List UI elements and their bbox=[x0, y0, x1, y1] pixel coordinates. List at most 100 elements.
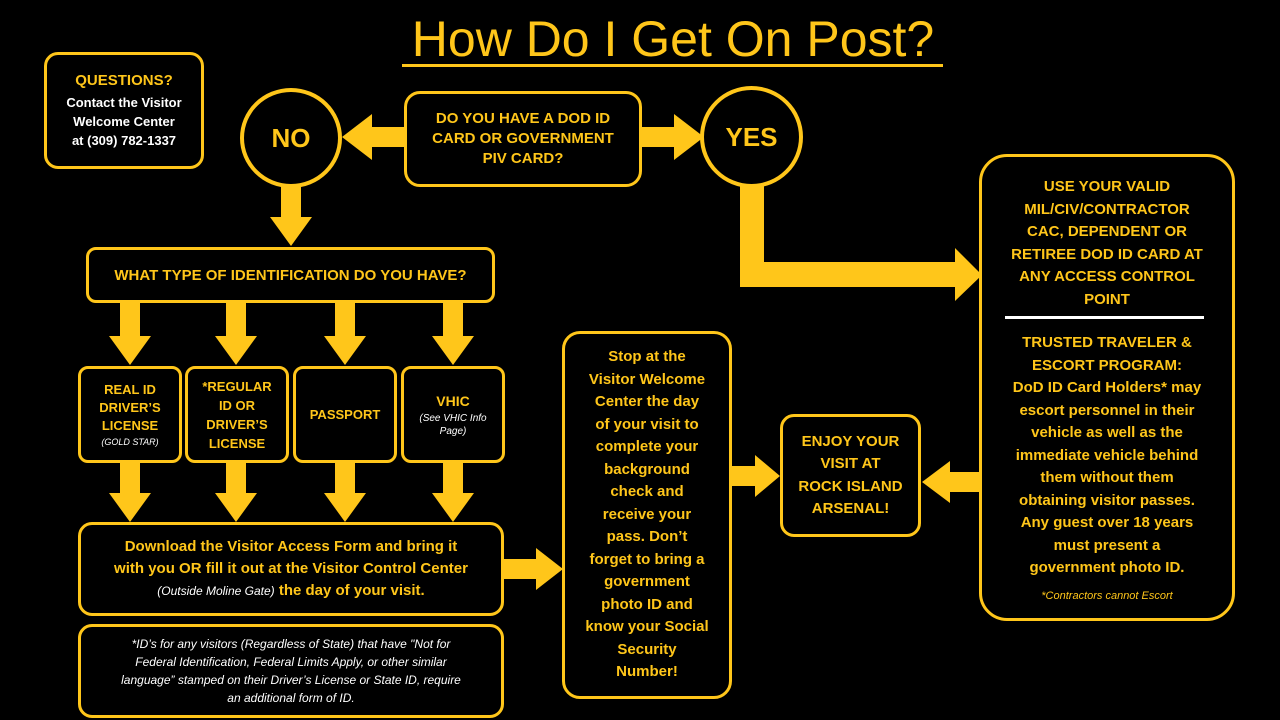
real-id-line3: LICENSE bbox=[101, 417, 159, 433]
arrow-to-yes bbox=[640, 114, 704, 160]
arrow-panel-to-enjoy bbox=[922, 461, 981, 503]
panel-top-line5: ANY ACCESS CONTROL bbox=[1019, 268, 1195, 285]
panel-body-text: TRUSTED TRAVELER & ESCORT PROGRAM: DoD I… bbox=[1013, 332, 1201, 580]
panel-body-line5: them without them bbox=[1040, 469, 1174, 486]
arrow-idtype-to-vhic bbox=[432, 302, 474, 365]
regular-id-line3: DRIVER’S bbox=[206, 416, 268, 432]
enjoy-line3: ROCK ISLAND bbox=[798, 477, 903, 495]
stop-line5: complete your bbox=[595, 438, 699, 456]
trusted-line1: TRUSTED TRAVELER & bbox=[1022, 334, 1192, 351]
download-line2: with you OR fill it out at the Visitor C… bbox=[114, 560, 468, 577]
panel-top-line6: POINT bbox=[1084, 290, 1130, 308]
stop-line15: Number! bbox=[616, 663, 678, 681]
vhic-box: VHIC (See VHIC Info Page) bbox=[401, 366, 505, 463]
panel-body-line8: must present a bbox=[1053, 536, 1161, 554]
vhic-note-line2: Page) bbox=[439, 425, 467, 437]
footnote-line1: *ID’s for any visitors (Regardless of St… bbox=[131, 637, 451, 651]
download-line3-rest: the day of your visit. bbox=[274, 582, 425, 599]
arrow-stop-to-enjoy bbox=[731, 455, 780, 497]
panel-body-line2: escort personnel in their bbox=[1019, 401, 1195, 419]
no-circle: NO bbox=[240, 88, 342, 188]
yes-label: YES bbox=[725, 121, 778, 152]
arrow-no-to-idtype bbox=[270, 185, 312, 246]
visitor-center-box: Stop at the Visitor Welcome Center the d… bbox=[562, 331, 732, 699]
enjoy-line1: ENJOY YOUR bbox=[801, 432, 900, 450]
questions-line1: Contact the Visitor bbox=[66, 95, 182, 110]
enjoy-line4: ARSENAL! bbox=[811, 500, 890, 517]
stop-line8: receive your bbox=[602, 505, 692, 523]
dod-question-line1: DO YOU HAVE A DOD ID bbox=[435, 110, 611, 127]
stop-line6: background bbox=[604, 460, 690, 478]
panel-top-text: USE YOUR VALID MIL/CIV/CONTRACTOR CAC, D… bbox=[1011, 176, 1203, 311]
stop-line11: government bbox=[604, 573, 690, 591]
panel-body-line4: immediate vehicle behind bbox=[1015, 446, 1199, 464]
panel-body-line6: obtaining visitor passes. bbox=[1019, 491, 1195, 509]
contractor-note: *Contractors cannot Escort bbox=[1041, 589, 1173, 602]
download-line3: (Outside Moline Gate) the day of your vi… bbox=[157, 580, 424, 602]
arrow-passport-to-download bbox=[324, 463, 366, 522]
stop-line7: check and bbox=[610, 483, 684, 501]
real-id-line2: DRIVER’S bbox=[99, 399, 161, 415]
panel-divider bbox=[1005, 316, 1204, 319]
panel-top-line2: MIL/CIV/CONTRACTOR bbox=[1024, 200, 1190, 218]
panel-body-line9: government photo ID. bbox=[1029, 559, 1185, 576]
arrow-idtype-to-passport bbox=[324, 302, 366, 365]
arrow-idtype-to-regular bbox=[215, 302, 257, 365]
trusted-line2: ESCORT PROGRAM: bbox=[1031, 356, 1182, 374]
regular-id-line4: LICENSE bbox=[208, 435, 266, 451]
arrow-realid-to-download bbox=[109, 463, 151, 522]
arrow-regular-to-download bbox=[215, 463, 257, 522]
questions-heading: QUESTIONS? bbox=[75, 72, 173, 89]
download-form-box: Download the Visitor Access Form and bri… bbox=[78, 522, 504, 616]
panel-top-line3: CAC, DEPENDENT OR bbox=[1026, 223, 1187, 240]
stop-line4: of your visit to bbox=[595, 415, 699, 433]
panel-body-line1: DoD ID Card Holders* may bbox=[1012, 379, 1202, 396]
stop-line14: Security bbox=[617, 640, 677, 658]
stop-line1: Stop at the bbox=[608, 348, 686, 366]
arrow-download-to-stop bbox=[502, 548, 563, 590]
enjoy-visit-box: ENJOY YOUR VISIT AT ROCK ISLAND ARSENAL! bbox=[780, 414, 921, 537]
stop-line12: photo ID and bbox=[601, 595, 693, 613]
panel-body-line7: Any guest over 18 years bbox=[1020, 514, 1194, 531]
arrow-idtype-to-realid bbox=[109, 302, 151, 365]
footnote-line4: an additional form of ID. bbox=[227, 691, 355, 705]
title-underline bbox=[402, 64, 943, 67]
page-title: How Do I Get On Post? bbox=[411, 11, 935, 67]
questions-line3: at (309) 782-1337 bbox=[71, 133, 177, 148]
panel-top-line4: RETIREE DOD ID CARD AT bbox=[1011, 245, 1203, 263]
stop-line10: forget to bring a bbox=[589, 550, 705, 568]
stop-line3: Center the day bbox=[594, 393, 700, 411]
regular-id-line1: *REGULAR bbox=[202, 378, 272, 394]
panel-top-line1: USE YOUR VALID bbox=[1043, 178, 1171, 195]
dod-question-line2: CARD OR GOVERNMENT bbox=[432, 130, 614, 147]
stop-line2: Visitor Welcome bbox=[588, 370, 706, 388]
download-line1: Download the Visitor Access Form and bri… bbox=[124, 538, 458, 555]
dod-id-question-box: DO YOU HAVE A DOD ID CARD OR GOVERNMENT … bbox=[404, 91, 642, 187]
id-type-question-box: WHAT TYPE OF IDENTIFICATION DO YOU HAVE? bbox=[86, 247, 495, 303]
vhic-note-line1: (See VHIC Info bbox=[419, 412, 487, 424]
footnote-line2: Federal Identification, Federal Limits A… bbox=[135, 655, 447, 669]
arrow-to-no bbox=[342, 114, 406, 160]
panel-body-line3: vehicle as well as the bbox=[1031, 424, 1183, 441]
passport-label: PASSPORT bbox=[309, 407, 381, 422]
regular-id-box: *REGULAR ID OR DRIVER’S LICENSE bbox=[185, 366, 289, 463]
no-label: NO bbox=[271, 122, 311, 153]
access-control-panel: USE YOUR VALID MIL/CIV/CONTRACTOR CAC, D… bbox=[979, 154, 1235, 621]
stop-line9: pass. Don’t bbox=[606, 528, 688, 546]
vhic-label: VHIC bbox=[436, 392, 470, 409]
real-id-note: (GOLD STAR) bbox=[101, 436, 159, 447]
dod-question-line3: PIV CARD? bbox=[482, 150, 564, 167]
passport-box: PASSPORT bbox=[293, 366, 397, 463]
id-type-question: WHAT TYPE OF IDENTIFICATION DO YOU HAVE? bbox=[114, 266, 467, 284]
regular-id-line2: ID OR bbox=[218, 397, 256, 413]
real-id-box: REAL ID DRIVER’S LICENSE (GOLD STAR) bbox=[78, 366, 182, 463]
questions-line2: Welcome Center bbox=[73, 114, 175, 129]
questions-box: QUESTIONS? Contact the Visitor Welcome C… bbox=[44, 52, 204, 169]
real-id-line1: REAL ID bbox=[104, 381, 156, 397]
footnote-line3: language” stamped on their Driver’s Lice… bbox=[121, 673, 461, 687]
enjoy-line2: VISIT AT bbox=[820, 455, 881, 472]
arrow-yes-to-panel bbox=[740, 186, 982, 301]
yes-circle: YES bbox=[700, 86, 803, 188]
